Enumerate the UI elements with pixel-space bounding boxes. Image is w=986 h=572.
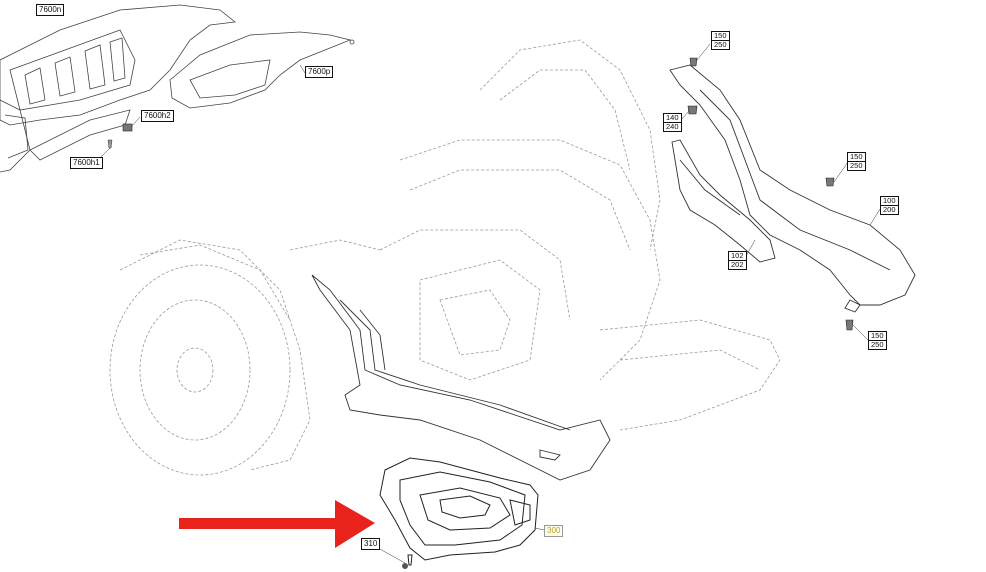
callout-150-250-mid: 150 250	[847, 152, 866, 171]
callout-100-200: 100 200	[880, 196, 899, 215]
callout-value: 140	[663, 113, 682, 123]
fasteners-right	[687, 57, 854, 331]
red-arrow	[179, 500, 375, 548]
screw-310	[402, 563, 408, 569]
callout-value: 250	[868, 341, 887, 350]
callout-value: 250	[847, 162, 866, 171]
vehicle-outline	[109, 39, 781, 476]
right-panel-part	[669, 64, 916, 313]
callout-150-250-bottom: 150 250	[868, 331, 887, 350]
callout-value: 150	[711, 31, 730, 41]
callout-7600h2: 7600h2	[141, 110, 174, 122]
callout-value: 240	[663, 123, 682, 132]
upper-cover-part	[169, 31, 355, 109]
callout-value: 250	[711, 41, 730, 50]
clip-7600h2	[122, 123, 133, 132]
callout-310: 310	[361, 538, 381, 550]
skid-plate-part	[379, 457, 539, 566]
callout-140-240: 140 240	[663, 113, 682, 132]
side-panel-part	[311, 274, 611, 481]
callout-value: 200	[880, 206, 899, 215]
callout-7600p: 7600p	[305, 66, 334, 78]
callout-300: 300	[544, 525, 564, 537]
leader-lines	[99, 43, 883, 564]
callout-value: 102	[728, 251, 747, 261]
front-fascia-part	[0, 4, 236, 173]
callout-value: 100	[880, 196, 899, 206]
callout-102-202: 102 202	[728, 251, 747, 270]
callout-value: 150	[847, 152, 866, 162]
callout-7600n: 7600n	[36, 4, 65, 16]
callout-value: 202	[728, 261, 747, 270]
callout-150-250-top: 150 250	[711, 31, 730, 50]
callout-7600h1: 7600h1	[70, 157, 103, 169]
screw-7600h1	[107, 139, 113, 149]
callout-value: 150	[868, 331, 887, 341]
